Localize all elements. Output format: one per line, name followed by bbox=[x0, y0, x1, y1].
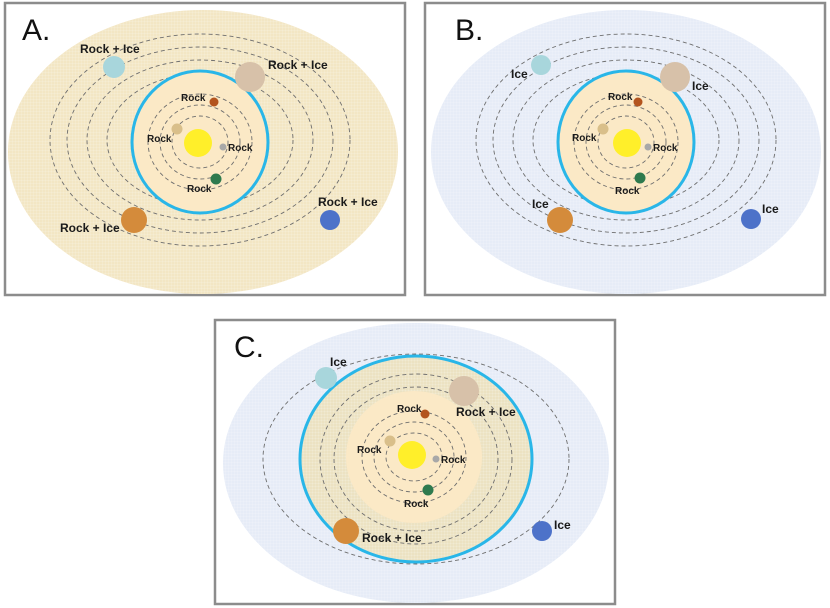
earth bbox=[422, 484, 434, 496]
saturn-label: Rock + Ice bbox=[60, 221, 120, 235]
inner-orbits bbox=[573, 93, 679, 191]
jupiter bbox=[660, 62, 690, 92]
saturn-label: Ice bbox=[532, 197, 549, 211]
snow-line bbox=[130, 69, 270, 215]
sun bbox=[184, 129, 212, 157]
neptune-label: Ice bbox=[762, 202, 779, 216]
jupiter-label: Rock + Ice bbox=[268, 58, 328, 72]
venus bbox=[597, 123, 609, 135]
earth-label: Rock bbox=[615, 186, 640, 197]
uranus bbox=[103, 56, 125, 78]
mars-label: Rock bbox=[181, 93, 206, 104]
panel-letter: C. bbox=[234, 331, 264, 364]
uranus-label: Rock + Ice bbox=[80, 42, 140, 56]
sun bbox=[613, 129, 641, 157]
mars bbox=[209, 97, 219, 107]
venus-label: Rock bbox=[357, 445, 382, 456]
uranus bbox=[531, 55, 551, 75]
uranus-label: Ice bbox=[330, 355, 347, 369]
venus bbox=[384, 435, 396, 447]
mercury bbox=[644, 143, 652, 151]
panel-a: A. Rock Rock Rock Rock Rock + Ice Rock +… bbox=[3, 1, 407, 297]
panel-letter: B. bbox=[455, 14, 483, 47]
outer-orbits bbox=[475, 33, 777, 247]
mars bbox=[420, 409, 430, 419]
sun bbox=[398, 441, 426, 469]
inner-orbits bbox=[147, 93, 253, 191]
jupiter bbox=[235, 62, 265, 92]
outer-orbits bbox=[262, 353, 570, 565]
jupiter-label: Rock + Ice bbox=[456, 405, 516, 419]
middle-orbits bbox=[319, 373, 513, 545]
neptune-label: Ice bbox=[554, 518, 571, 532]
venus-label: Rock bbox=[572, 133, 597, 144]
earth-label: Rock bbox=[404, 499, 429, 510]
panel-letter: A. bbox=[22, 14, 50, 47]
panel-c: C. Rock Rock Rock Rock Ice Rock + Ice Ro… bbox=[213, 318, 617, 606]
neptune bbox=[532, 521, 552, 541]
mars-label: Rock bbox=[608, 92, 633, 103]
neptune-label: Rock + Ice bbox=[318, 195, 378, 209]
saturn bbox=[547, 207, 573, 233]
earth-label: Rock bbox=[187, 184, 212, 195]
neptune bbox=[741, 209, 761, 229]
venus-label: Rock bbox=[147, 134, 172, 145]
saturn bbox=[121, 207, 147, 233]
mercury-label: Rock bbox=[653, 143, 678, 154]
mercury bbox=[432, 455, 440, 463]
jupiter bbox=[449, 376, 479, 406]
jupiter-label: Ice bbox=[692, 79, 709, 93]
panel-b: B. Rock Rock Rock Rock Ice Ice Ice Ice bbox=[423, 1, 827, 297]
venus bbox=[171, 123, 183, 135]
mars bbox=[633, 97, 643, 107]
neptune bbox=[320, 210, 340, 230]
inner-orbits bbox=[361, 410, 467, 504]
mars-label: Rock bbox=[397, 404, 422, 415]
mercury-label: Rock bbox=[441, 455, 466, 466]
uranus bbox=[315, 367, 337, 389]
saturn-label: Rock + Ice bbox=[362, 531, 422, 545]
earth bbox=[634, 172, 646, 184]
outer-orbits bbox=[49, 33, 351, 247]
mercury-label: Rock bbox=[228, 143, 253, 154]
uranus-label: Ice bbox=[511, 67, 528, 81]
snow-line bbox=[298, 354, 534, 564]
saturn bbox=[333, 518, 359, 544]
snow-line bbox=[556, 69, 696, 215]
earth bbox=[210, 173, 222, 185]
mercury bbox=[219, 143, 227, 151]
